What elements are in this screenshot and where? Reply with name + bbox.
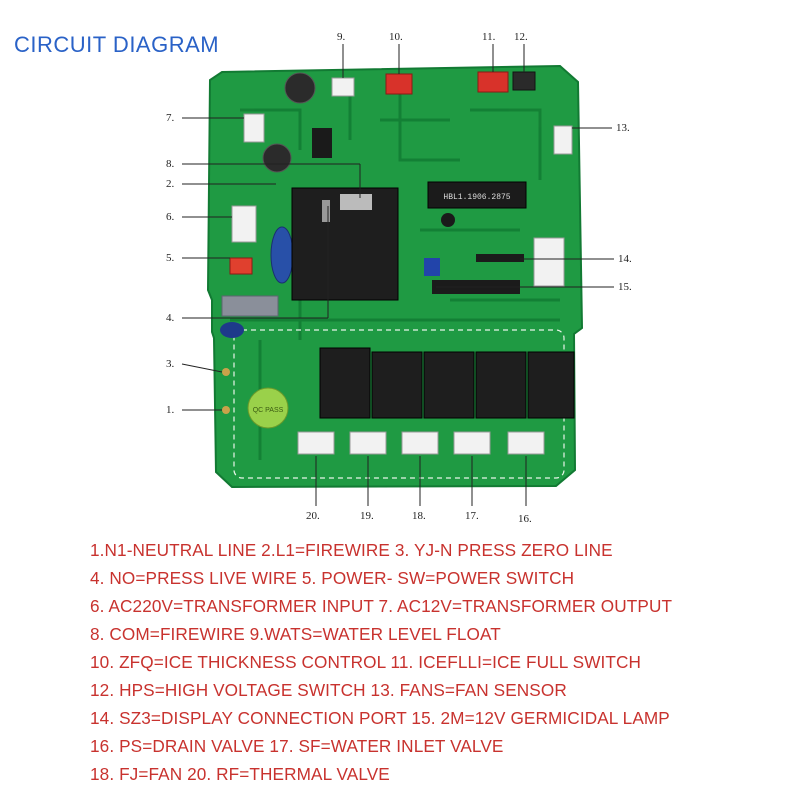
- capacitor-top: [284, 72, 316, 104]
- callout-9: 9.: [337, 31, 346, 43]
- qc-pass-sticker: [247, 387, 289, 429]
- capacitor-mid: [262, 143, 292, 173]
- varistor-blue: [220, 322, 244, 338]
- connector-11: [477, 71, 509, 93]
- legend-line: 1.N1-NEUTRAL LINE 2.L1=FIREWIRE 3. YJ-N …: [90, 540, 613, 560]
- callout-18: 18.: [412, 510, 426, 522]
- connector-9: [331, 77, 355, 97]
- callout-5: 5.: [166, 252, 175, 264]
- relay-4: [475, 351, 527, 419]
- legend-line: 14. SZ3=DISPLAY CONNECTION PORT 15. 2M=1…: [90, 708, 670, 728]
- qc-pass-text: QC PASS: [253, 407, 284, 414]
- pcb-silkscreen-outline: [233, 329, 565, 479]
- callout-12: 12.: [514, 31, 528, 43]
- connector-18: [401, 431, 439, 455]
- legend-line: 8. COM=FIREWIRE 9.WATS=WATER LEVEL FLOAT: [90, 624, 501, 644]
- callout-20: 20.: [306, 510, 320, 522]
- connector-16: [507, 431, 545, 455]
- relay-terminal: [340, 194, 372, 210]
- connector-17: [453, 431, 491, 455]
- callout-labels: 9. 10. 11. 12. 7. 13. 8. 2. 6. 5. 14. 15…: [166, 31, 632, 525]
- bottom-connectors: [297, 431, 545, 455]
- relay-3: [423, 351, 475, 419]
- callout-8: 8.: [166, 158, 175, 170]
- chip-label: HBL1.1906.2875: [443, 193, 510, 202]
- callout-13: 13.: [616, 122, 630, 134]
- relay-bank: [319, 347, 575, 419]
- connector-12: [512, 71, 536, 91]
- relay-5: [527, 351, 575, 419]
- legend-line: 6. AC220V=TRANSFORMER INPUT 7. AC12V=TRA…: [90, 596, 673, 616]
- blue-jumper: [424, 258, 440, 276]
- capacitor-grey: [221, 295, 279, 317]
- callout-2: 2.: [166, 178, 175, 190]
- relay-terminal-2: [322, 200, 330, 222]
- component-legend: 1.N1-NEUTRAL LINE 2.L1=FIREWIRE 3. YJ-N …: [90, 536, 790, 788]
- legend-line: 4. NO=PRESS LIVE WIRE 5. POWER- SW=POWER…: [90, 568, 575, 588]
- callout-14: 14.: [618, 253, 632, 265]
- regulator: [441, 213, 455, 227]
- terminal-1: [222, 406, 230, 414]
- transistor: [312, 128, 332, 158]
- circuit-board-diagram: HBL1.1906.2875 QC PASS: [166, 31, 632, 525]
- legend-line: 16. PS=DRAIN VALVE 17. SF=WATER INLET VA…: [90, 736, 504, 756]
- callout-7: 7.: [166, 112, 175, 124]
- capacitor-blue: [270, 226, 294, 284]
- callout-17: 17.: [465, 510, 479, 522]
- legend-line: 18. FJ=FAN 20. RF=THERMAL VALVE: [90, 764, 390, 784]
- legend-line: 10. ZFQ=ICE THICKNESS CONTROL 11. ICEFLL…: [90, 652, 642, 672]
- relay-2: [371, 351, 423, 419]
- callout-leader-lines: [181, 44, 614, 506]
- connector-19: [349, 431, 387, 455]
- callout-3: 3.: [166, 358, 175, 370]
- callout-16: 16.: [518, 513, 532, 525]
- callout-1: 1.: [166, 404, 175, 416]
- terminal-3: [222, 368, 230, 376]
- legend-line: 12. HPS=HIGH VOLTAGE SWITCH 13. FANS=FAN…: [90, 680, 567, 700]
- microcontroller-chip: [427, 181, 527, 209]
- connector-10: [385, 73, 413, 95]
- leader-3: [181, 363, 223, 373]
- connector-7: [243, 113, 265, 143]
- connector-13: [553, 125, 573, 155]
- callout-19: 19.: [360, 510, 374, 522]
- ic-small: [476, 254, 524, 262]
- relay-1: [319, 347, 371, 419]
- callout-6: 6.: [166, 211, 175, 223]
- display-port-14: [533, 237, 565, 287]
- page-title: CIRCUIT DIAGRAM: [14, 32, 220, 57]
- connector-5-power-switch: [229, 257, 253, 275]
- callout-15: 15.: [618, 281, 632, 293]
- connector-20: [297, 431, 335, 455]
- callout-11: 11.: [482, 31, 496, 43]
- callout-10: 10.: [389, 31, 403, 43]
- callout-4: 4.: [166, 312, 175, 324]
- connector-6: [231, 205, 257, 243]
